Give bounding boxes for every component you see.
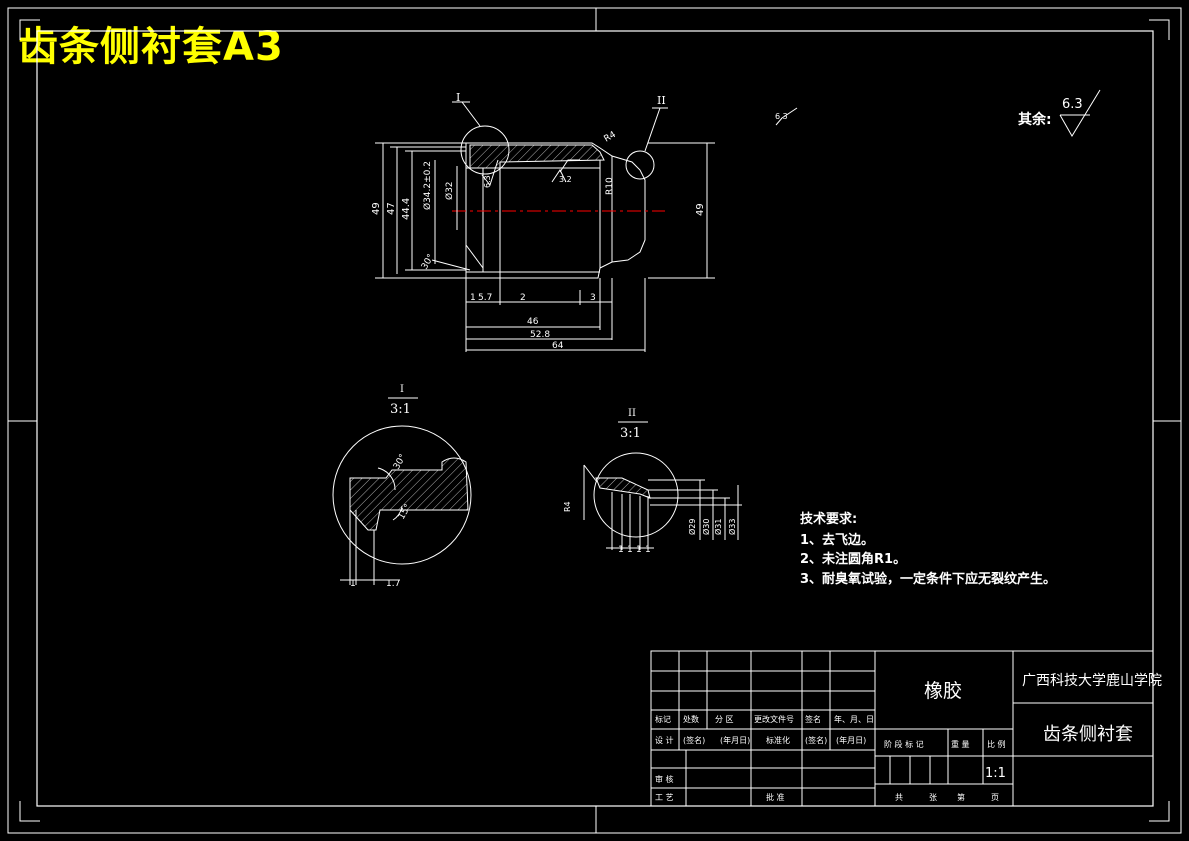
dim-44-4: 44.4 — [401, 198, 412, 220]
tech-heading: 技术要求: — [800, 511, 857, 527]
tech-item-1: 1、去飞边。 — [800, 532, 874, 548]
dim-47: 47 — [386, 202, 397, 215]
dim-angle-30: 30° — [420, 253, 437, 272]
detail-ii-d31: Ø31 — [713, 519, 723, 535]
row-label-zone: 分 区 — [715, 715, 734, 724]
detail-ii-r4: R4 — [563, 501, 572, 512]
detail-i-angle30: 30° — [392, 453, 409, 472]
roughness-small: 3.2 — [559, 175, 572, 184]
design-sign: (签名) — [683, 735, 705, 745]
dim-d32: Ø32 — [444, 181, 455, 200]
sheet-number: 第 — [957, 792, 965, 802]
row-label-sign: 签名 — [805, 714, 821, 724]
process-label: 工 艺 — [655, 793, 674, 802]
stage-label: 阶 段 标 记 — [884, 739, 924, 749]
standard-label: 标准化 — [766, 735, 790, 745]
detail-ii-w1b: 1 — [627, 545, 633, 555]
row-label-count: 处数 — [683, 714, 699, 724]
dim-d34: Ø34.2±0.2 — [422, 161, 433, 210]
dim-w1: 1 — [470, 293, 476, 303]
detail-i-label: I — [400, 384, 404, 395]
review-label: 审 核 — [655, 774, 674, 784]
detail-i-w1-7: 1.7 — [386, 579, 400, 589]
detail-ii-tag: II — [657, 94, 666, 107]
detail-ii-text: II 3:1 R4 1 1 1 1 Ø29 Ø30 Ø31 Ø33 — [563, 408, 737, 555]
tech-item-3: 3、耐臭氧试验，一定条件下应无裂纹产生。 — [800, 571, 1056, 587]
weight-label: 重 量 — [951, 739, 970, 749]
roughness-top: 6.3 — [775, 112, 788, 121]
main-view-text: I II 49 47 44.4 Ø34.2±0.2 Ø32 R4 R10 30°… — [371, 91, 788, 351]
approve-label: 批 准 — [766, 792, 785, 802]
detail-i-view — [332, 397, 472, 585]
sheet-unit-2: 页 — [991, 793, 999, 802]
dim-w5-7: 5.7 — [478, 293, 492, 303]
roughness-rest: 其余: 6.3 — [1018, 89, 1101, 137]
standard-date: (年月日) — [836, 735, 866, 745]
school-text: 广西科技大学鹿山学院 — [1022, 672, 1162, 689]
title-block — [650, 650, 1154, 807]
sheet-frame — [7, 7, 1182, 834]
roughness-mid: 6.3 — [483, 175, 492, 188]
material-text: 橡胶 — [924, 680, 962, 702]
sheet-unit-1: 张 — [929, 793, 937, 802]
dim-49-right: 49 — [695, 203, 706, 216]
row-label-date: 年、月、日 — [834, 714, 874, 724]
detail-ii-w1d: 1 — [645, 545, 651, 555]
dim-w46: 46 — [527, 317, 539, 327]
drawing-title: 齿条侧衬套A3 — [18, 24, 284, 70]
dim-w3: 3 — [590, 293, 596, 303]
detail-ii-view — [583, 421, 742, 550]
detail-ii-d30: Ø30 — [701, 519, 711, 535]
detail-i-tag: I — [456, 91, 460, 104]
detail-ii-d33: Ø33 — [727, 519, 737, 535]
row-label-mark: 标记 — [655, 714, 671, 724]
scale-text: 1:1 — [985, 766, 1006, 781]
title-block-text: 橡胶 广西科技大学鹿山学院 齿条侧衬套 1:1 标记 处数 分 区 更改文件号 … — [655, 672, 1162, 802]
dim-r10: R10 — [605, 177, 615, 195]
detail-i-scale: 3:1 — [390, 402, 411, 417]
design-date: (年月日) — [720, 735, 750, 745]
ratio-label: 比 例 — [987, 739, 1006, 749]
detail-i-w1: 1 — [350, 579, 356, 589]
roughness-rest-value: 6.3 — [1062, 97, 1083, 112]
design-label: 设 计 — [655, 735, 674, 745]
detail-ii-d29: Ø29 — [687, 519, 697, 535]
tech-item-2: 2、未注圆角R1。 — [800, 551, 906, 567]
roughness-rest-label: 其余: — [1018, 111, 1052, 128]
dim-49-left: 49 — [371, 202, 382, 215]
dim-r4: R4 — [603, 130, 619, 145]
dim-w52-8: 52.8 — [530, 330, 550, 340]
main-view — [375, 101, 798, 352]
row-label-file: 更改文件号 — [754, 714, 794, 724]
sheet-total: 共 — [895, 793, 903, 802]
part-name-text: 齿条侧衬套 — [1043, 724, 1133, 745]
standard-sign: (签名) — [805, 735, 827, 745]
detail-ii-scale: 3:1 — [620, 426, 641, 441]
dim-w64: 64 — [552, 341, 564, 351]
dim-w2: 2 — [520, 293, 526, 303]
detail-ii-w1a: 1 — [618, 545, 624, 555]
detail-ii-w1c: 1 — [636, 545, 642, 555]
detail-ii-label: II — [628, 408, 636, 419]
tech-requirements: 技术要求: 1、去飞边。 2、未注圆角R1。 3、耐臭氧试验，一定条件下应无裂纹… — [800, 511, 1056, 587]
